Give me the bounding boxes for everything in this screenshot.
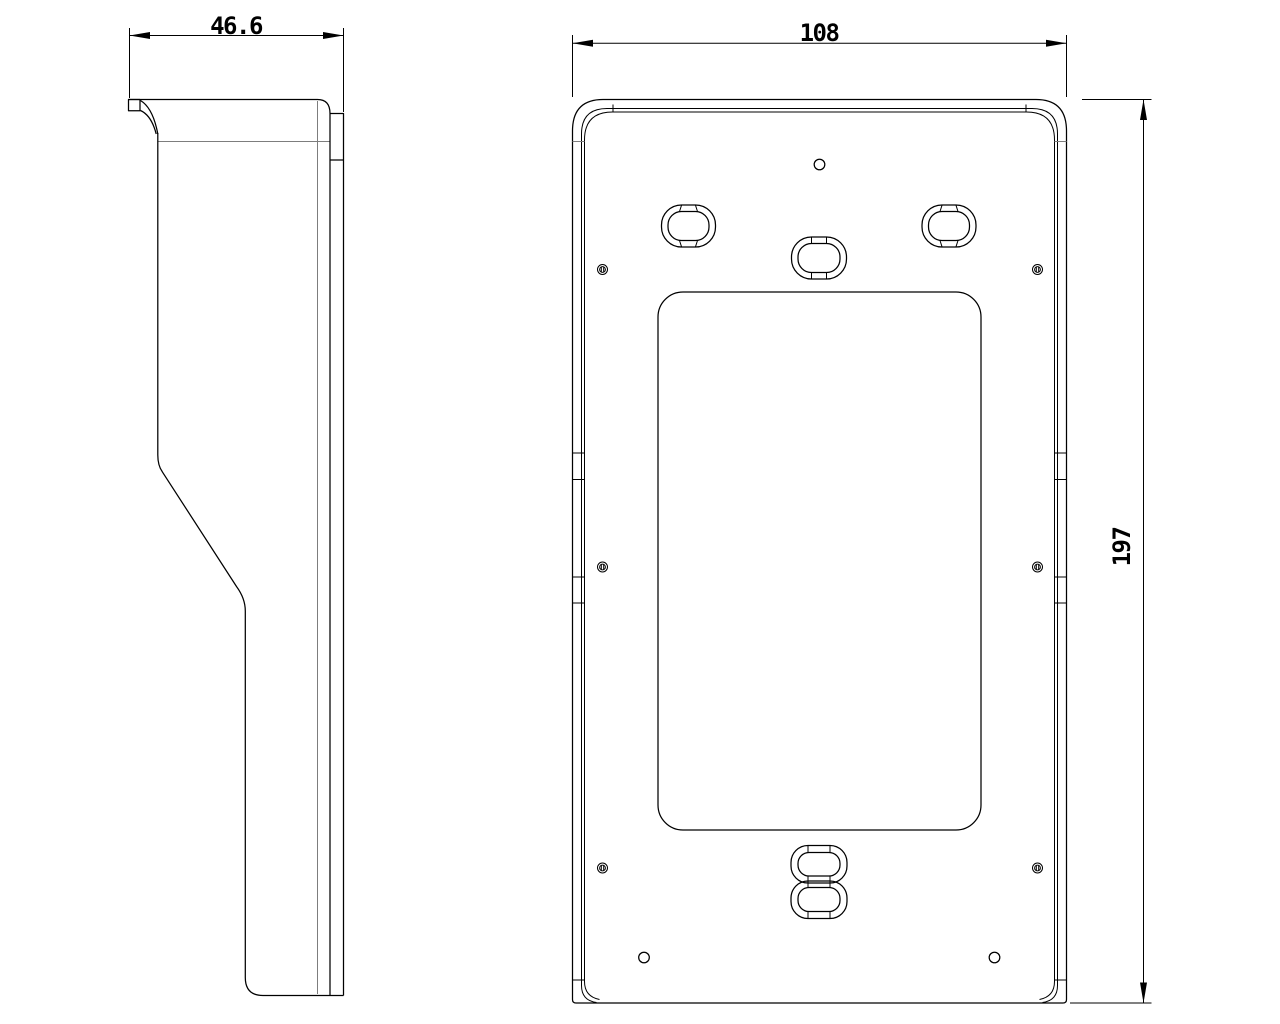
screw-slot <box>1035 564 1040 570</box>
screw-middle-right <box>1032 561 1043 573</box>
screw-outer-circle <box>1032 264 1043 275</box>
arrowhead-bottom <box>1140 982 1147 1003</box>
slot-inner <box>927 210 971 242</box>
side-top-right-corner <box>317 98 331 114</box>
front-top-hole <box>813 158 826 171</box>
mount-slot-upper-center <box>790 236 848 280</box>
slot-tick <box>939 205 959 247</box>
slot-outer <box>790 236 848 280</box>
side-mount-plate-edge <box>330 112 345 996</box>
slot-outer <box>660 204 717 248</box>
mount-slot-lower-stack <box>790 844 848 920</box>
side-lip-inner-curve <box>140 109 157 135</box>
screw-inner-circle <box>599 563 606 571</box>
screw-inner-circle <box>1034 563 1041 571</box>
front-outer-outline <box>571 98 1068 1004</box>
slot-outer <box>921 204 977 248</box>
slot-tick <box>807 881 831 919</box>
side-view <box>127 98 345 997</box>
side-lower-front-and-bottom-edge <box>244 611 344 997</box>
front-bottom-hole-left <box>638 951 650 964</box>
arrowhead-left <box>129 32 150 39</box>
arrowhead-left <box>572 39 593 47</box>
screw-outer-circle <box>597 561 608 573</box>
screw-outer-circle <box>1032 561 1043 573</box>
mount-slot-upper-right <box>921 204 977 248</box>
screw-outer-circle <box>1032 862 1043 874</box>
side-slope-edge <box>157 454 246 612</box>
screw-inner-circle <box>599 864 606 872</box>
slot-tick <box>811 237 827 279</box>
screw-outer-circle <box>597 264 608 275</box>
screw-top-right <box>1032 264 1043 275</box>
slot-outer <box>790 844 848 884</box>
arrowhead-right <box>323 32 344 39</box>
dimension-width: 108 <box>572 19 1067 97</box>
screw-slot <box>1035 266 1040 273</box>
slot-tick <box>679 205 698 247</box>
slot-inner <box>797 242 841 274</box>
slot-tick <box>807 845 831 883</box>
screw-inner-circle <box>599 266 606 273</box>
mount-slot-upper-left <box>660 204 717 248</box>
screw-middle-left <box>597 561 608 573</box>
arrowhead-top <box>1140 99 1147 120</box>
dimension-depth-label: 46.6 <box>210 12 263 40</box>
screw-inner-circle <box>1034 864 1041 872</box>
screw-slot <box>600 865 605 871</box>
front-view <box>571 98 1068 1004</box>
screw-slot <box>600 564 605 570</box>
dimension-height: 197 <box>1070 99 1152 1004</box>
screw-bottom-left <box>597 862 608 874</box>
screw-inner-circle <box>1034 266 1041 273</box>
front-bottom-hole-right <box>988 951 1001 964</box>
side-lip-rect <box>127 98 141 112</box>
slot-inner <box>797 851 841 877</box>
screw-slot <box>600 266 605 273</box>
arrowhead-right <box>1046 39 1067 47</box>
front-inner-edge-1 <box>581 108 1058 1003</box>
screw-outer-circle <box>597 862 608 874</box>
screw-slot <box>1035 865 1040 871</box>
front-center-opening <box>657 291 982 831</box>
dimension-height-label: 197 <box>1108 528 1136 567</box>
slot-inner <box>797 886 841 913</box>
dimension-depth: 46.6 <box>129 12 344 112</box>
dimension-width-label: 108 <box>800 19 839 47</box>
slot-inner <box>667 210 710 242</box>
slot-outer <box>790 880 848 920</box>
screw-top-left <box>597 264 608 275</box>
front-inner-edge-2 <box>584 111 1055 1000</box>
screw-bottom-right <box>1032 862 1043 874</box>
side-lip-outer-curve <box>140 99 159 135</box>
